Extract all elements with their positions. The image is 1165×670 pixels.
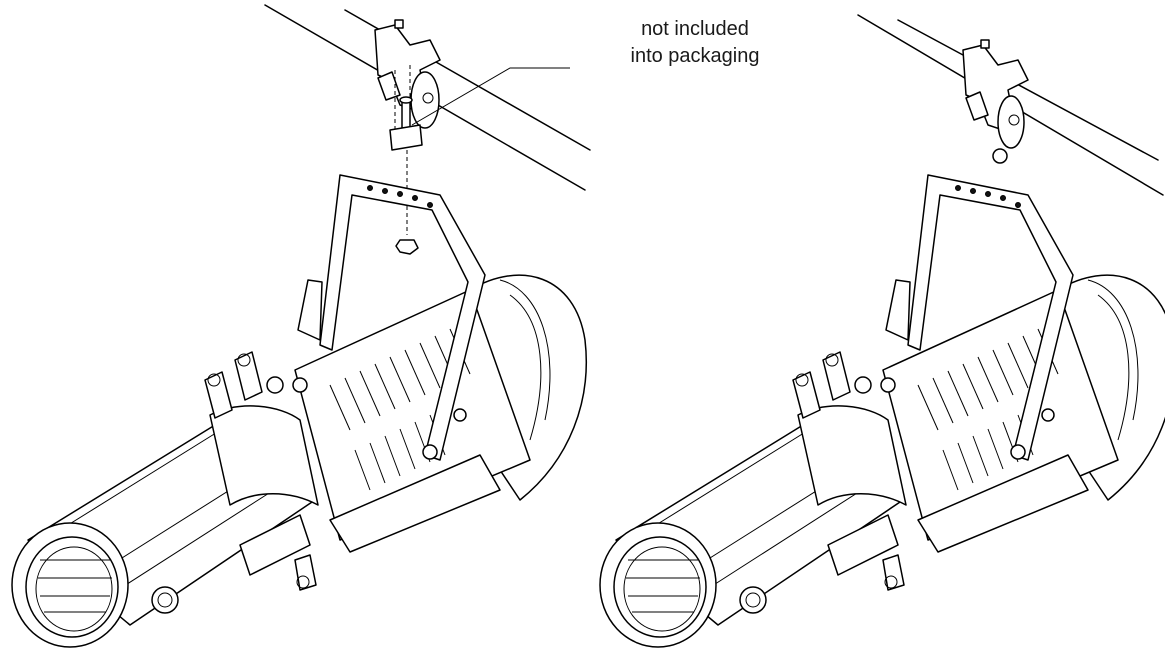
callout-line-1: not included [641, 18, 749, 40]
left-assembly [11, 4, 591, 648]
not-included-callout: not included into packaging [600, 16, 790, 70]
right-assembly [599, 14, 1165, 648]
callout-line-2: into packaging [630, 45, 760, 67]
